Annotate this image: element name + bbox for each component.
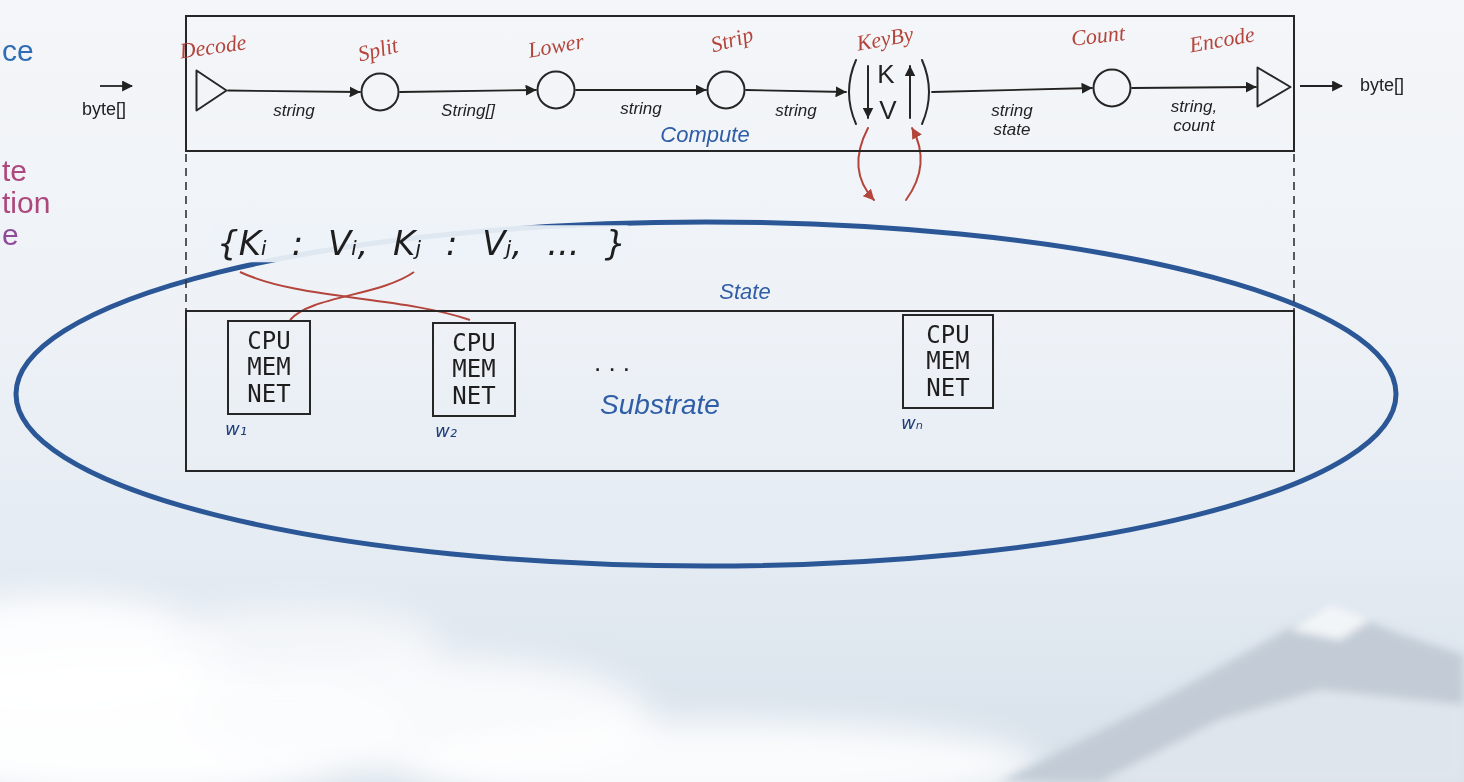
output-arrow [1300, 85, 1342, 87]
edge-type-label: string [775, 102, 817, 121]
compute-box: ComputeDecodeSplitLowerStripKeyByKVCount… [185, 15, 1295, 152]
keyby-operator: KeyByKV [846, 56, 932, 128]
stage-label: Compute [660, 123, 749, 147]
operator-triangle: Decode [195, 69, 228, 112]
edge-type-label: string [620, 100, 662, 119]
stage-label: State [719, 280, 770, 304]
operator-circle: Count [1092, 68, 1132, 108]
operator-triangle: Encode [1256, 66, 1292, 108]
operator-triangle-outline [195, 69, 228, 112]
state-access-arrow [858, 128, 874, 200]
type-label: byte[] [1360, 76, 1404, 96]
circle-outline [708, 72, 745, 109]
worker-box: CPU MEM NETwₙ [902, 314, 994, 409]
edge-type-label: string [273, 102, 315, 121]
cut-off-heading: ce [2, 34, 34, 67]
placement-line [290, 272, 414, 320]
operator-circle-outline [706, 70, 746, 110]
dataflow-arrow [576, 89, 706, 91]
operator-circle: Strip [706, 70, 746, 110]
dataflow-arrow [228, 91, 360, 93]
cloud-bank [0, 595, 1040, 782]
worker-id: w₂ [435, 421, 457, 441]
edge-type-label: string state [991, 102, 1033, 139]
operator-label: Encode [1187, 22, 1256, 57]
cut-off-heading: e [2, 218, 19, 251]
operator-label: Strip [708, 22, 756, 57]
operator-label: Count [1070, 21, 1126, 51]
stage-label: Substrate [600, 390, 720, 421]
operator-circle-outline [1092, 68, 1132, 108]
dataflow-arrow [932, 88, 1092, 92]
highlight-ellipse [16, 222, 1396, 566]
operator-circle: Split [360, 72, 400, 112]
circle-outline [538, 72, 575, 109]
resource-list: CPU MEM NET [926, 321, 969, 402]
resource-list: CPU MEM NET [452, 329, 495, 410]
circle-outline [1094, 70, 1131, 107]
state-access-arrow [906, 128, 921, 200]
mountain [1000, 605, 1464, 782]
state-band: {Kᵢ : Vᵢ, Kⱼ : Vⱼ, ... } State [190, 200, 1290, 310]
resource-list: CPU MEM NET [247, 327, 290, 408]
substrate-box: SubstrateCPU MEM NETw₁CPU MEM NETw₂CPU M… [185, 310, 1295, 472]
direction-arrow [909, 66, 911, 118]
operator-label: Split [356, 33, 401, 66]
direction-arrow [867, 66, 869, 118]
state-map: {Kᵢ : Vᵢ, Kⱼ : Vⱼ, ... } [213, 225, 630, 262]
operator-label: KeyBy [855, 22, 916, 56]
dataflow-arrow [1132, 87, 1256, 88]
value-label: V [879, 96, 896, 125]
worker-box: CPU MEM NETw₁ [227, 320, 311, 415]
bracket [849, 60, 856, 124]
triangle-outline [1258, 68, 1291, 107]
placement-line [240, 272, 470, 320]
worker-id: wₙ [901, 413, 923, 433]
edge-type-label: string, count [1171, 98, 1217, 135]
operator-label: Decode [178, 30, 248, 63]
cut-off-heading: tion [2, 186, 50, 219]
operator-circle-outline [536, 70, 576, 110]
operator-triangle-outline [1256, 66, 1292, 108]
worker-box: CPU MEM NETw₂ [432, 322, 516, 417]
triangle-outline [197, 71, 227, 111]
dataflow-arrow [400, 90, 536, 92]
dashed-divider [1293, 154, 1295, 310]
ellipsis: . . . [594, 348, 630, 377]
key-label: K [877, 60, 894, 89]
dataflow-arrow [746, 90, 846, 92]
cut-off-heading: te [2, 154, 27, 187]
edge-type-label: String[] [441, 102, 495, 121]
circle-outline [362, 74, 399, 111]
bracket [922, 60, 929, 124]
type-label: byte[] [82, 100, 126, 120]
worker-id: w₁ [225, 419, 247, 439]
operator-circle: Lower [536, 70, 576, 110]
operator-label: Lower [526, 29, 586, 63]
dashed-divider [185, 154, 187, 310]
input-arrow [100, 85, 132, 87]
operator-circle-outline [360, 72, 400, 112]
